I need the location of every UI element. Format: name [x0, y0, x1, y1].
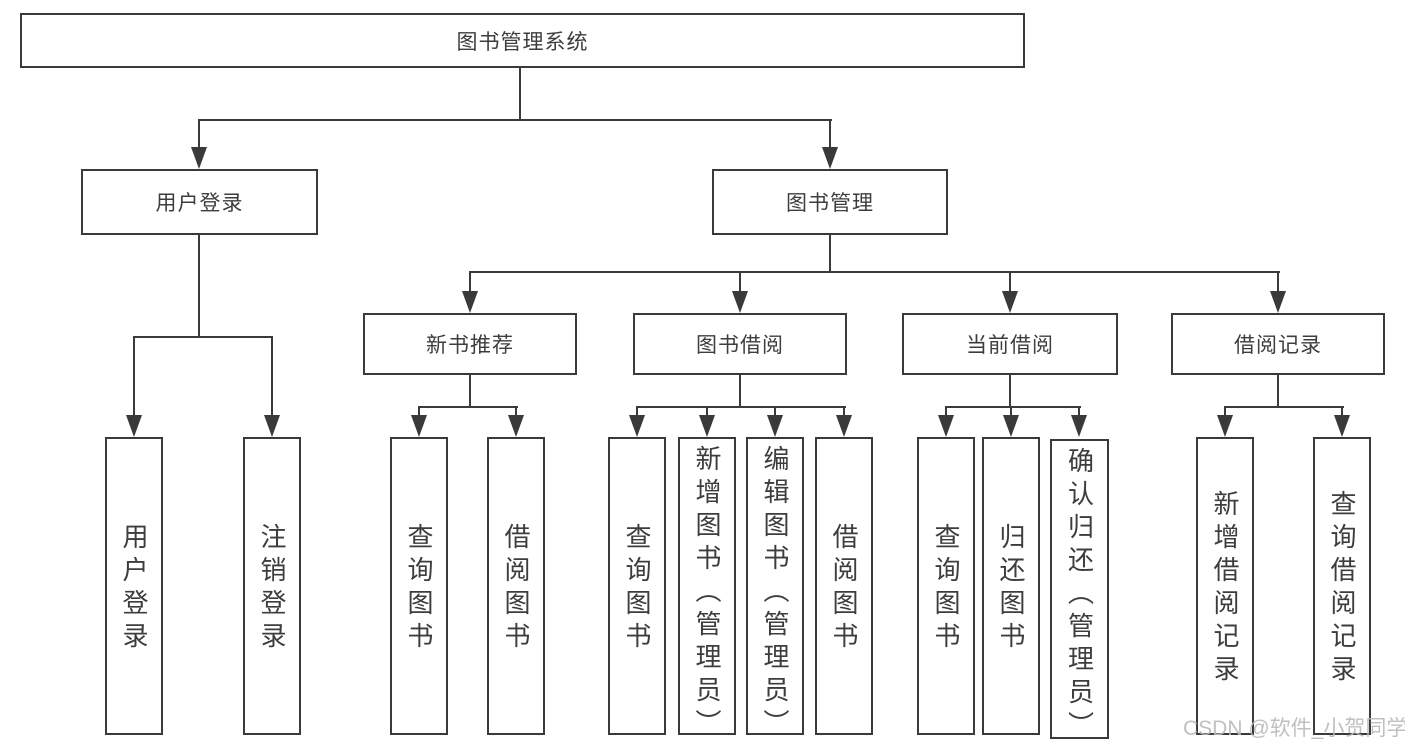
connector-line — [706, 406, 708, 416]
connector-line — [519, 68, 521, 120]
connector-line — [829, 119, 831, 147]
arrow-down-icon — [1003, 415, 1019, 437]
connector-line — [1078, 406, 1080, 416]
leaf-return-books: 归还图书 — [982, 437, 1040, 735]
connector-line — [418, 406, 518, 408]
connector-line — [418, 406, 420, 416]
arrow-down-icon — [1334, 415, 1350, 437]
leaf-query-borrow-record: 查询借阅记录 — [1313, 437, 1371, 735]
connector-line — [829, 235, 831, 273]
connector-line — [271, 336, 273, 415]
connector-line — [469, 271, 1280, 273]
leaf-add-borrow-record: 新增借阅记录 — [1196, 437, 1254, 735]
watermark: CSDN @软件_小贺同学 — [1183, 717, 1405, 740]
connector-line — [1341, 406, 1343, 416]
connector-line — [739, 375, 741, 407]
connector-line — [636, 406, 846, 408]
connector-line — [1224, 406, 1226, 416]
arrow-down-icon — [836, 415, 852, 437]
leaf-user-login: 用户登录 — [105, 437, 163, 735]
connector-line — [198, 235, 200, 337]
leaf-confirm-return-admin: 确认归还（管理员） — [1050, 439, 1109, 744]
connector-line — [133, 336, 273, 338]
leaf-add-book-admin: 新增图书（管理员） — [678, 437, 736, 742]
node-borrowing-records: 借阅记录 — [1171, 313, 1385, 375]
leaf-borrow-books-recommend: 借阅图书 — [487, 437, 545, 735]
connector-line — [515, 406, 517, 416]
connector-line — [945, 406, 1081, 408]
arrow-down-icon — [191, 147, 207, 169]
connector-line — [1010, 406, 1012, 416]
arrow-down-icon — [126, 415, 142, 437]
arrow-down-icon — [1217, 415, 1233, 437]
arrow-down-icon — [1270, 291, 1286, 313]
connector-line — [945, 406, 947, 416]
node-current-borrowing: 当前借阅 — [902, 313, 1118, 375]
connector-line — [1277, 375, 1279, 407]
arrow-down-icon — [767, 415, 783, 437]
connector-line — [739, 271, 741, 291]
connector-line — [1277, 271, 1279, 291]
connector-line — [774, 406, 776, 416]
connector-line — [198, 119, 832, 121]
arrow-down-icon — [1002, 291, 1018, 313]
leaf-edit-book-admin: 编辑图书（管理员） — [746, 437, 804, 742]
arrow-down-icon — [732, 291, 748, 313]
arrow-down-icon — [411, 415, 427, 437]
connector-line — [133, 336, 135, 415]
connector-line — [843, 406, 845, 416]
leaf-logout-login: 注销登录 — [243, 437, 301, 735]
arrow-down-icon — [938, 415, 954, 437]
node-new-book-recommend: 新书推荐 — [363, 313, 577, 375]
arrow-down-icon — [699, 415, 715, 437]
leaf-query-books-borrowing: 查询图书 — [608, 437, 666, 735]
node-book-management: 图书管理 — [712, 169, 948, 235]
arrow-down-icon — [1071, 415, 1087, 437]
arrow-down-icon — [822, 147, 838, 169]
leaf-query-books-current: 查询图书 — [917, 437, 975, 735]
node-user-login: 用户登录 — [81, 169, 318, 235]
leaf-borrow-books-borrowing: 借阅图书 — [815, 437, 873, 735]
arrow-down-icon — [462, 291, 478, 313]
arrow-down-icon — [264, 415, 280, 437]
connector-line — [1009, 271, 1011, 291]
connector-line — [636, 406, 638, 416]
arrow-down-icon — [508, 415, 524, 437]
arrow-down-icon — [629, 415, 645, 437]
node-library-management-system: 图书管理系统 — [20, 13, 1025, 68]
connector-line — [469, 375, 471, 407]
connector-line — [1009, 375, 1011, 407]
connector-line — [198, 119, 200, 147]
leaf-query-books-recommend: 查询图书 — [390, 437, 448, 735]
node-book-borrowing: 图书借阅 — [633, 313, 847, 375]
connector-line — [1224, 406, 1344, 408]
connector-line — [469, 271, 471, 291]
